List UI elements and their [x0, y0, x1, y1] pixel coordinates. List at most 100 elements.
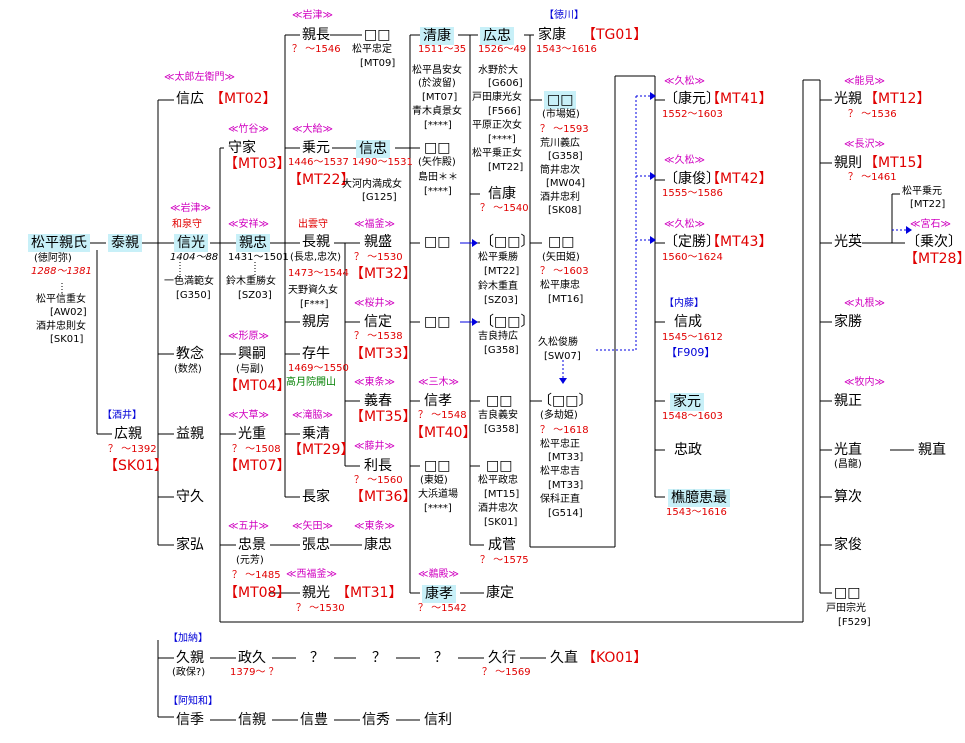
- kiyoyasu-d4-wife: 大浜道場: [418, 489, 458, 500]
- node-chikamori: 親盛: [364, 234, 392, 250]
- node-kochouni: 樵臆恵最: [668, 489, 730, 508]
- node-last-child: □□: [834, 585, 861, 601]
- node-nagachika-date: 1473～1544: [288, 268, 349, 279]
- takeseki-wife-3-code: [G514]: [548, 508, 583, 519]
- node-mitsushige-code: 【MT07】: [224, 458, 291, 474]
- hirotada-wife-2: 戸田康光女: [472, 92, 522, 103]
- node-iemoto: 家元: [670, 393, 704, 412]
- ichibahime-wife-2: 筒井忠次: [540, 165, 580, 176]
- node-nagachika-sub: (長忠,忠次): [290, 252, 341, 263]
- takeseki-wife-1: 松平忠正: [540, 439, 580, 450]
- node-yasumoto: 〔康元〕: [664, 91, 720, 107]
- kano-tag: 【加納】: [168, 633, 208, 644]
- nobumitsu-wife-code: [G350]: [176, 290, 211, 301]
- hirotada-d1-wife-1-code: [MT22]: [484, 266, 520, 277]
- node-sadakatsu-code: 【MT43】: [706, 234, 773, 250]
- yasumoto-tag: ≪久松≫: [664, 76, 705, 87]
- nagachika-wife: 天野資久女: [288, 285, 338, 296]
- hirotada-d4-wife-2: 酒井忠次: [478, 503, 518, 514]
- kiyoyasu-d1-wife: 島田＊＊: [418, 172, 458, 183]
- node-yasusada: 康定: [486, 585, 514, 601]
- node-okitsugu-code: 【MT04】: [224, 378, 291, 394]
- node-tadakage-code: 【MT08】: [224, 585, 291, 601]
- node-ieyasu-code: 【TG01】: [582, 27, 648, 43]
- node-chikafusa: 親房: [302, 314, 330, 330]
- nobutaka-tag: ≪三木≫: [418, 377, 459, 388]
- last-child-wife: 戸田宗光: [826, 603, 866, 614]
- node-nobutada: 信忠: [356, 140, 390, 159]
- node-choutada: 張忠: [302, 537, 330, 553]
- node-chikatada: 親忠: [236, 234, 270, 253]
- node-chikanaga-child: □□: [364, 27, 391, 43]
- node-mitsuchika-code: 【MT12】: [864, 91, 931, 107]
- node-moriie: 守家: [228, 140, 256, 156]
- chikanori-tag: ≪長沢≫: [844, 139, 885, 150]
- hirotada-d4-wife-1: 松平政忠: [478, 475, 518, 486]
- chikamori-tag: ≪福釜≫: [354, 219, 395, 230]
- node-nobutoyo: 信豊: [300, 712, 328, 728]
- node-kiyoyasu-d3: □□: [424, 314, 451, 330]
- node-toshinaga-date: ？ ～1560: [354, 475, 403, 486]
- norimoto-adopt: 松平乗元: [902, 186, 942, 197]
- node-nobutaka-date: ？ ～1548: [418, 410, 467, 421]
- node-norikiyo-code: 【MT29】: [288, 442, 355, 458]
- sadakatsu-tag: ≪久松≫: [664, 219, 705, 230]
- node-moriie-code: 【MT03】: [224, 156, 291, 172]
- nobutada-wife-code: [G125]: [362, 192, 397, 203]
- yasutada-tag: ≪東条≫: [354, 521, 395, 532]
- node-hirotada-d2: 〔□□〕: [480, 314, 535, 330]
- node-q2: ？: [372, 650, 386, 666]
- last-child-wife-code: [F529]: [838, 617, 871, 628]
- node-okitsugu: 興嗣: [238, 346, 266, 362]
- toshinaga-tag: ≪藤井≫: [354, 441, 395, 452]
- node-chikanori-code: 【MT15】: [864, 155, 931, 171]
- node-nobunari-code: 【F909】: [666, 346, 716, 359]
- node-chikanori: 親則: [834, 155, 862, 171]
- node-yadahime: □□: [548, 234, 575, 250]
- node-hirotada-d4: □□: [486, 458, 513, 474]
- node-takeseki: 〔□□〕: [538, 393, 593, 409]
- mitsuchika-tag: ≪能見≫: [844, 76, 885, 87]
- node-yasutoshi: 〔康俊〕: [664, 171, 720, 187]
- ichibahime-wife-1-code: [G358]: [548, 151, 583, 162]
- node-ietoshi: 家俊: [834, 537, 862, 553]
- node-toshinaga: 利長: [364, 458, 392, 474]
- kiyoyasu-wife-1-code: [MT07]: [422, 92, 458, 103]
- node-sonngyu-note: 高月院開山: [286, 377, 336, 388]
- node-norimoto-code: 【MT22】: [288, 172, 355, 188]
- node-hisanao-code: 【KO01】: [582, 650, 648, 666]
- node-chikanori-date: ？ ～1461: [848, 172, 897, 183]
- node-nariyuki-date: ？ ～1575: [480, 555, 529, 566]
- node-hisamatsu-toshikatsu-code: [SW07]: [544, 351, 581, 362]
- noritsugu-tag: ≪宮石≫: [910, 219, 951, 230]
- node-nobusada-code: 【MT33】: [350, 346, 417, 362]
- node-sonngyu-date: 1469～1550: [288, 363, 349, 374]
- node-kochouni-date: 1543～1616: [666, 507, 727, 518]
- chikauji-wife-2: 酒井忠則女: [36, 321, 86, 332]
- chikanaga-child-note: 松平忠定: [352, 44, 392, 55]
- chikatada-tag: ≪安祥≫: [228, 219, 269, 230]
- node-mitsuchika: 光親: [834, 91, 862, 107]
- node-yasutada: 康忠: [364, 537, 392, 553]
- node-yasumoto-code: 【MT41】: [706, 91, 773, 107]
- node-nobuhide: 信秀: [362, 712, 390, 728]
- node-noritsuna-sub: (数然): [174, 364, 202, 375]
- chikanaga-child-code: [MT09]: [360, 58, 396, 69]
- node-tadamasa: 忠政: [674, 442, 702, 458]
- node-nobuhiro: 信広: [176, 91, 204, 107]
- kiyoyasu-wife-1-sub: (於波留): [418, 78, 456, 89]
- nobuhiro-tag: ≪太郎左衛門≫: [164, 72, 235, 83]
- node-hisanao: 久直: [550, 650, 578, 666]
- node-chikamasa: 親正: [834, 393, 862, 409]
- node-nobusada-date: ？ ～1538: [354, 331, 403, 342]
- node-toshinaga-code: 【MT36】: [350, 489, 417, 505]
- hirotada-d3-wife: 吉良義安: [478, 410, 518, 421]
- node-masahisa: 政久: [238, 650, 266, 666]
- chikauji-wife-1: 松平信重女: [36, 294, 86, 305]
- kiyoyasu-d4-wife-code: [****]: [424, 503, 452, 514]
- node-yasuchika: 泰親: [108, 234, 142, 253]
- node-chikamitsu-date: ？ ～1530: [296, 603, 345, 614]
- node-mitsunao: 光直: [834, 442, 862, 458]
- chikauji-wife-2-code: [SK01]: [50, 334, 84, 345]
